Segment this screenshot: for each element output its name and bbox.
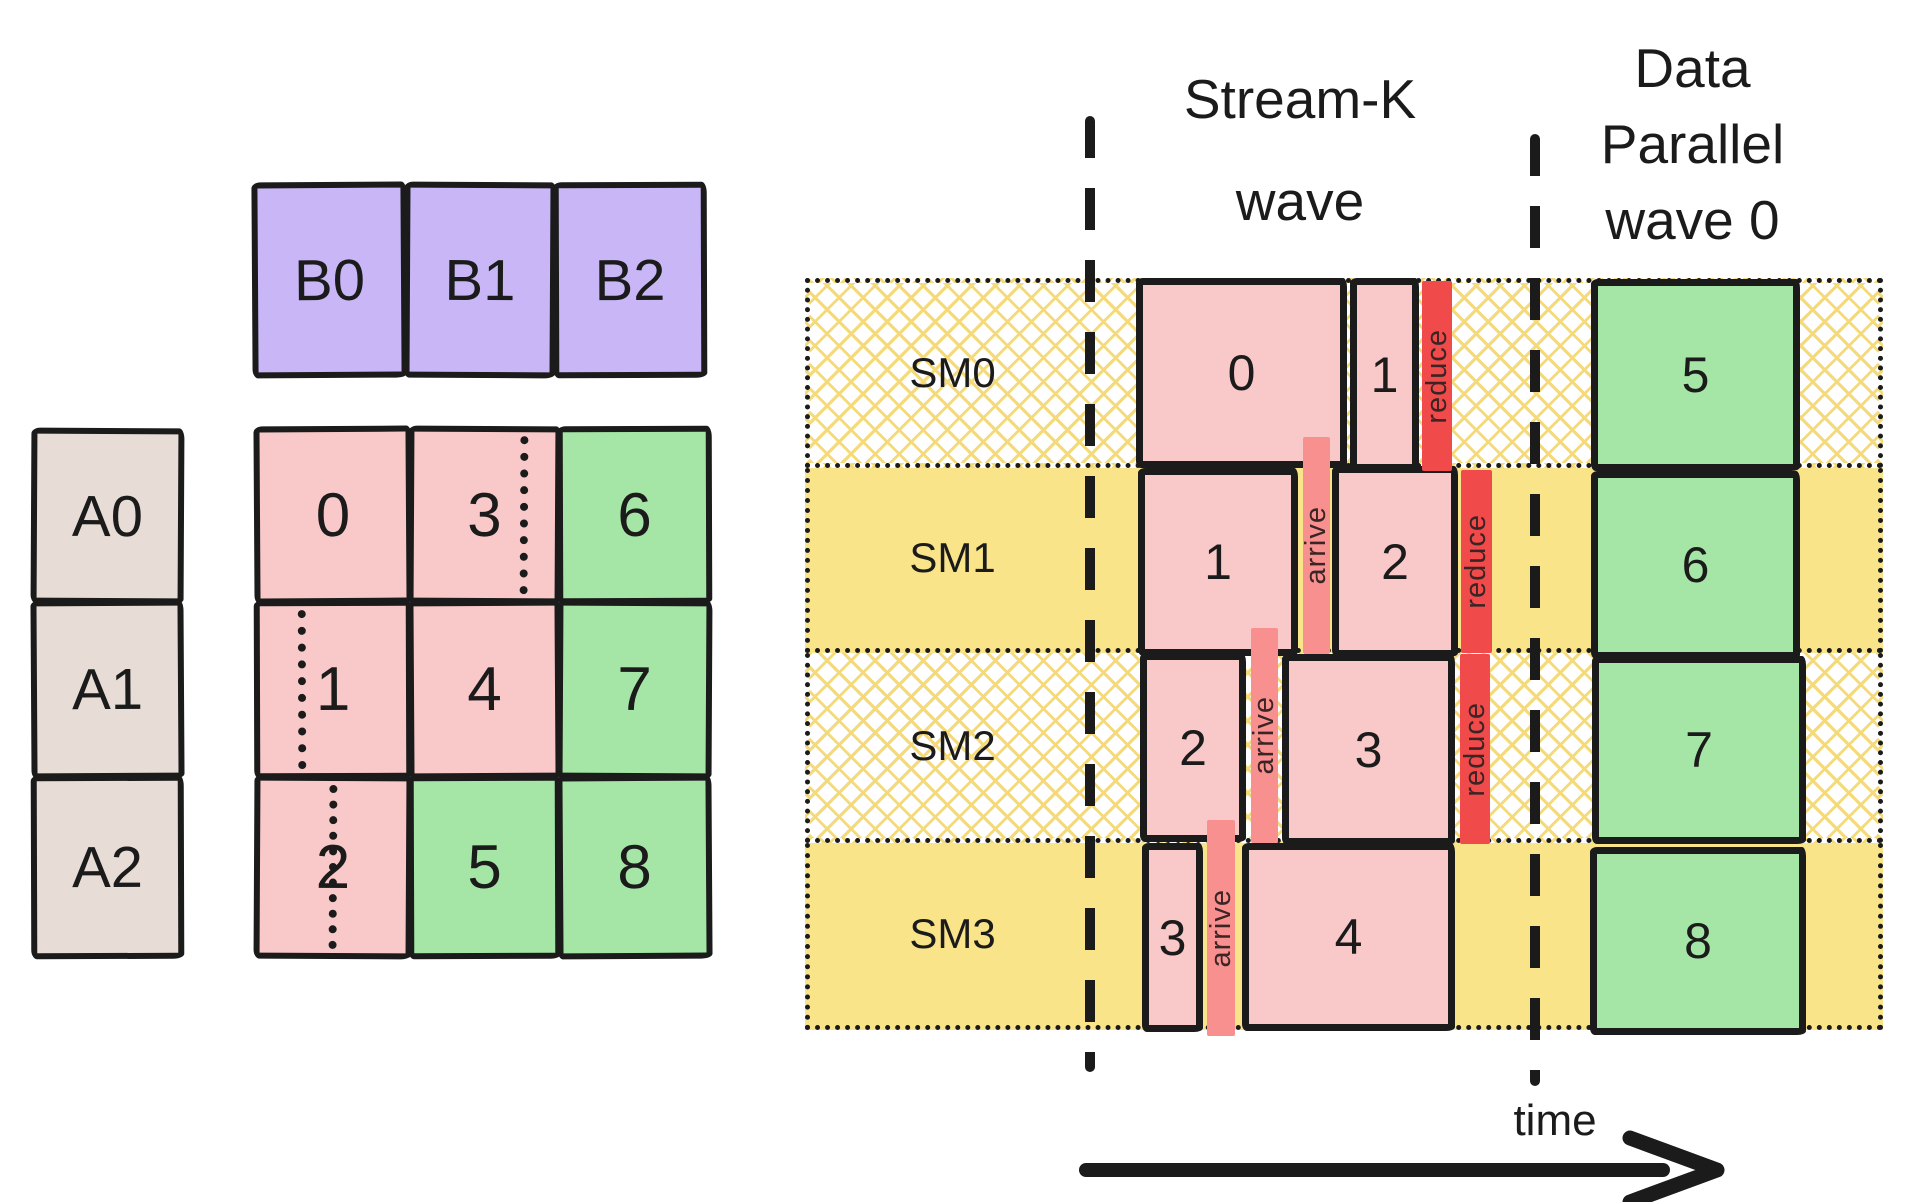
data-parallel-block: 7	[1592, 656, 1806, 844]
streamk-work-block: 1	[1350, 278, 1419, 471]
output-tile-label: 7	[617, 654, 652, 725]
output-tile: 0	[253, 425, 413, 605]
time-arrow-icon	[1079, 1130, 1725, 1202]
output-tile: 6	[556, 425, 713, 605]
matrix-a-tile-label: A1	[71, 656, 144, 723]
sm-row-label: SM0	[909, 349, 996, 396]
output-tile: 1	[253, 599, 413, 780]
matrix-a-tile: A1	[30, 599, 185, 780]
data-parallel-wave-header: Data Parallel wave 0	[1600, 37, 1785, 251]
time-axis-label: time	[1513, 1096, 1597, 1145]
sm-row-label: SM3	[909, 910, 996, 957]
arrive-bar: arrive	[1300, 437, 1332, 654]
work-block-label: 2	[1381, 533, 1409, 590]
output-tile: 4	[407, 599, 562, 780]
streamk-work-block: 3	[1142, 843, 1203, 1032]
matrix-b-tile-label: B1	[444, 247, 516, 313]
stream-k-wave-header: Stream-K wave	[1183, 68, 1417, 232]
arrive-bar-label: arrive	[1204, 888, 1237, 968]
matrix-a-tile-label: A2	[71, 834, 144, 900]
matrix-a-tile-label: A0	[71, 483, 144, 549]
streamk-work-block: 2	[1332, 466, 1458, 657]
work-block-label: 8	[1684, 913, 1712, 969]
work-block-label: 0	[1227, 345, 1256, 401]
streamk-split-line	[519, 436, 529, 595]
streamk-split-line	[297, 610, 307, 770]
streamk-work-block: 3	[1282, 654, 1455, 845]
reduce-bar: reduce	[1460, 470, 1492, 653]
reduce-bar-label: reduce	[1420, 328, 1453, 424]
output-tile: 8	[556, 774, 713, 960]
output-tile: 5	[407, 774, 562, 960]
streamk-work-block: 1	[1138, 468, 1298, 656]
sm-row-label: SM2	[909, 721, 996, 769]
output-tile-label: 8	[617, 832, 652, 902]
streamk-work-block: 0	[1136, 278, 1347, 468]
wave-boundary-line	[1085, 116, 1095, 1072]
reduce-bar-label: reduce	[1458, 701, 1491, 797]
output-tile-label: 6	[617, 480, 652, 550]
output-tile-label: 3	[467, 480, 502, 550]
data-parallel-block: 8	[1590, 847, 1806, 1035]
work-block-label: 6	[1681, 537, 1710, 593]
arrive-bar: arrive	[1204, 820, 1237, 1036]
matrix-b-tile: B1	[403, 181, 557, 379]
reduce-bar-label: reduce	[1460, 514, 1492, 609]
work-block-label: 7	[1685, 722, 1713, 778]
output-tile-label: 5	[467, 832, 502, 902]
work-block-label: 5	[1681, 347, 1710, 403]
work-block-label: 4	[1334, 909, 1363, 965]
arrive-bar-label: arrive	[1300, 506, 1332, 585]
output-tile: 2	[253, 774, 413, 960]
work-block-label: 1	[1204, 534, 1232, 590]
output-tile-label: 1	[315, 654, 351, 725]
reduce-bar: reduce	[1458, 654, 1491, 844]
work-block-label: 1	[1370, 346, 1399, 403]
arrive-bar: arrive	[1248, 628, 1280, 843]
sm-row-label: SM1	[909, 534, 996, 581]
matrix-b-tile-label: B2	[594, 247, 666, 313]
data-parallel-block: 5	[1591, 279, 1800, 471]
work-block-label: 3	[1354, 721, 1383, 778]
work-block-label: 3	[1158, 909, 1187, 966]
output-tile-label: 0	[315, 480, 351, 550]
streamk-split-line	[328, 784, 338, 950]
output-tile: 3	[407, 425, 562, 605]
reduce-bar: reduce	[1420, 281, 1453, 471]
matrix-b-tile: B2	[552, 181, 708, 379]
arrive-bar-label: arrive	[1248, 696, 1280, 775]
matrix-a-tile: A0	[30, 427, 185, 605]
matrix-a-tile: A2	[30, 774, 185, 960]
output-tile: 7	[556, 599, 713, 780]
data-parallel-block: 6	[1591, 471, 1800, 659]
work-block-label: 2	[1179, 719, 1207, 776]
matrix-b-tile: B0	[251, 181, 408, 379]
streamk-work-block: 4	[1242, 843, 1455, 1031]
streamk-work-block: 2	[1140, 653, 1246, 842]
wave-boundary-line	[1530, 134, 1540, 1086]
output-tile-label: 4	[467, 654, 502, 725]
matrix-b-tile-label: B0	[293, 247, 366, 313]
